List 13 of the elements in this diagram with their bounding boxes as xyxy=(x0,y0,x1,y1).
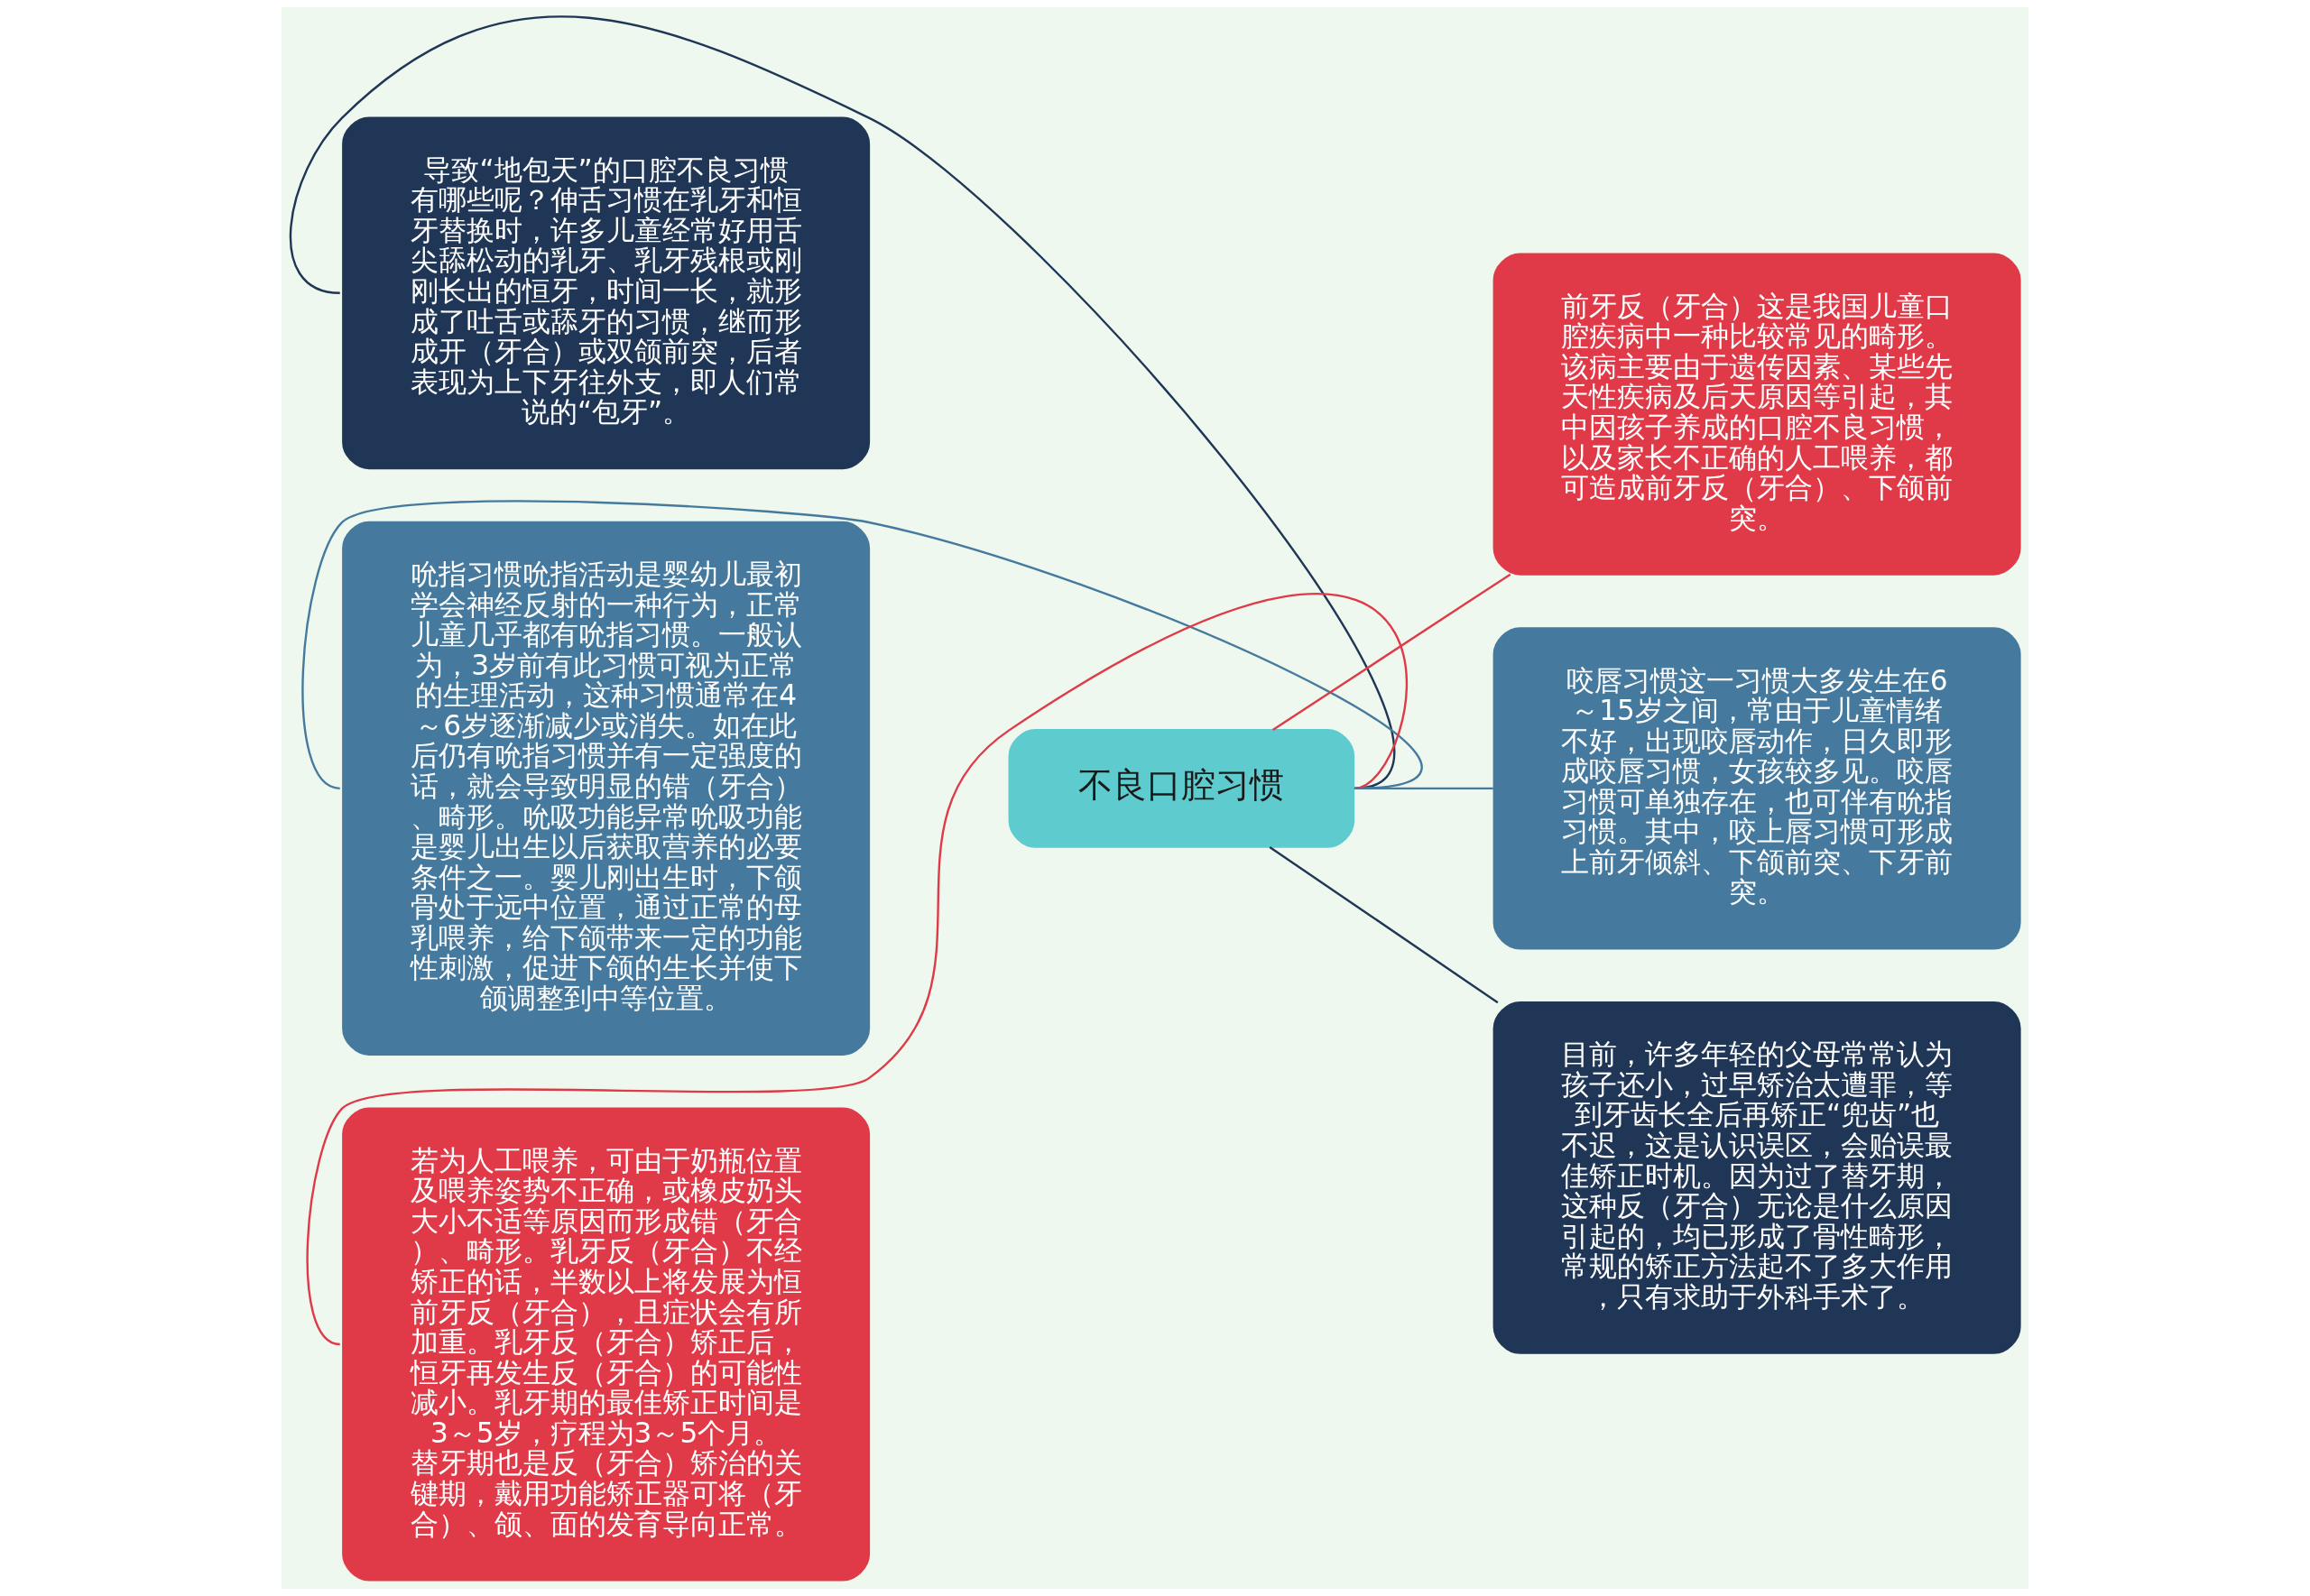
node-box: 不良口腔习惯 xyxy=(1008,728,1355,848)
connector xyxy=(290,15,1394,789)
node-box: 若为人工喂养，可由于奶瓶位置及喂养姿势不正确，或橡皮奶头大小不适等原因而形成错（牙合）、畸形。乳牙反（牙合）不经矫正的话，半数以上将发展为恒前牙反（牙合），且症状会有所加重。乳牙反（牙合）矫正后，恒牙再发生反（牙合）的可能性减小。乳牙期的最佳矫正时间是3～5岁，疗程为3～5个月。替牙期也是反（牙合）矫治的关键期，戴用功能矫正器可将（牙合）、颌、面的发育导向正常。 xyxy=(342,1107,871,1582)
connector xyxy=(306,594,1408,1346)
connector xyxy=(1354,787,1493,790)
connector xyxy=(301,500,1420,790)
node-box: 前牙反（牙合）这是我国儿童口腔疾病中一种比较常见的畸形。该病主要由于遗传因素、某些先天性疾病及后天原因等引起，其中因孩子养成的口腔不良习惯，以及家长不正确的人工喂养，都可造成前牙反（牙合）、下颌前突。 xyxy=(1492,253,2021,576)
node-box: 咬唇习惯这一习惯大多发生在6～15岁之间，常由于儿童情绪不好，出现咬唇动作，日久即形成咬唇习惯，女孩较多见。咬唇习惯可单独存在，也可伴有吮指习惯。其中，咬上唇习惯可形成上前牙倾斜、下颌前突、下牙前突。 xyxy=(1492,627,2021,950)
node-box: 导致“地包天”的口腔不良习惯有哪些呢？伸舌习惯在乳牙和恒牙替换时，许多儿童经常好用舌尖舔松动的乳牙、乳牙残根或刚刚长出的恒牙，时间一长，就形成了吐舌或舔牙的习惯，继而形成开（牙合）或双颌前突，后者表现为上下牙往外支，即人们常说的“包牙”。 xyxy=(342,116,871,470)
connector xyxy=(1269,845,1499,1004)
node-box: 吮指习惯吮指活动是婴幼儿最初学会神经反射的一种行为，正常儿童几乎都有吮指习惯。一般认为，3岁前有此习惯可视为正常的生理活动，这种习惯通常在4～6岁逐渐减少或消失。如在此后仍有吮指习惯并有一定强度的话，就会导致明显的错（牙合）、畸形。吮吸功能异常吮吸功能是婴儿出生以后获取营养的必要条件之一。婴儿刚出生时，下颌骨处于远中位置，通过正常的母乳喂养，给下颌带来一定的功能性刺激，促进下颌的生长并使下颌调整到中等位置。 xyxy=(342,521,871,1056)
connector xyxy=(1272,573,1511,732)
node-box: 目前，许多年轻的父母常常认为孩子还小，过早矫治太遭罪，等到牙齿长全后再矫正“兜齿”也不迟，这是认识误区，会贻误最佳矫正时机。因为过了替牙期，这种反（牙合）无论是什么原因引起的，均已形成了骨性畸形，常规的矫正方法起不了多大作用，只有求助于外科手术了。 xyxy=(1492,1001,2021,1354)
